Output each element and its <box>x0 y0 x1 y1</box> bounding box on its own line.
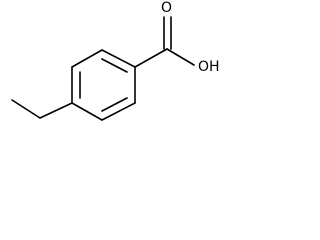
ethyl-ch3-ch2-bond <box>11 99 41 119</box>
ring-double-bond-top <box>101 58 128 73</box>
carbonyl-oxygen-label: O <box>161 0 172 16</box>
ring-double-bond-bottom <box>101 97 128 112</box>
molecule-structure: O OH <box>11 0 220 121</box>
benzene-ring <box>71 49 136 121</box>
ring-bond-6 <box>71 102 103 121</box>
ring-to-carboxyl-bond <box>134 48 168 68</box>
ring-bond-2 <box>71 49 103 68</box>
ethyl-ch2-ring-bond <box>39 102 73 119</box>
carbon-hydroxyl-bond <box>166 48 195 66</box>
ring-bond-3 <box>101 49 136 68</box>
ring-bond-5 <box>101 102 136 121</box>
hydroxyl-label: OH <box>198 59 220 75</box>
